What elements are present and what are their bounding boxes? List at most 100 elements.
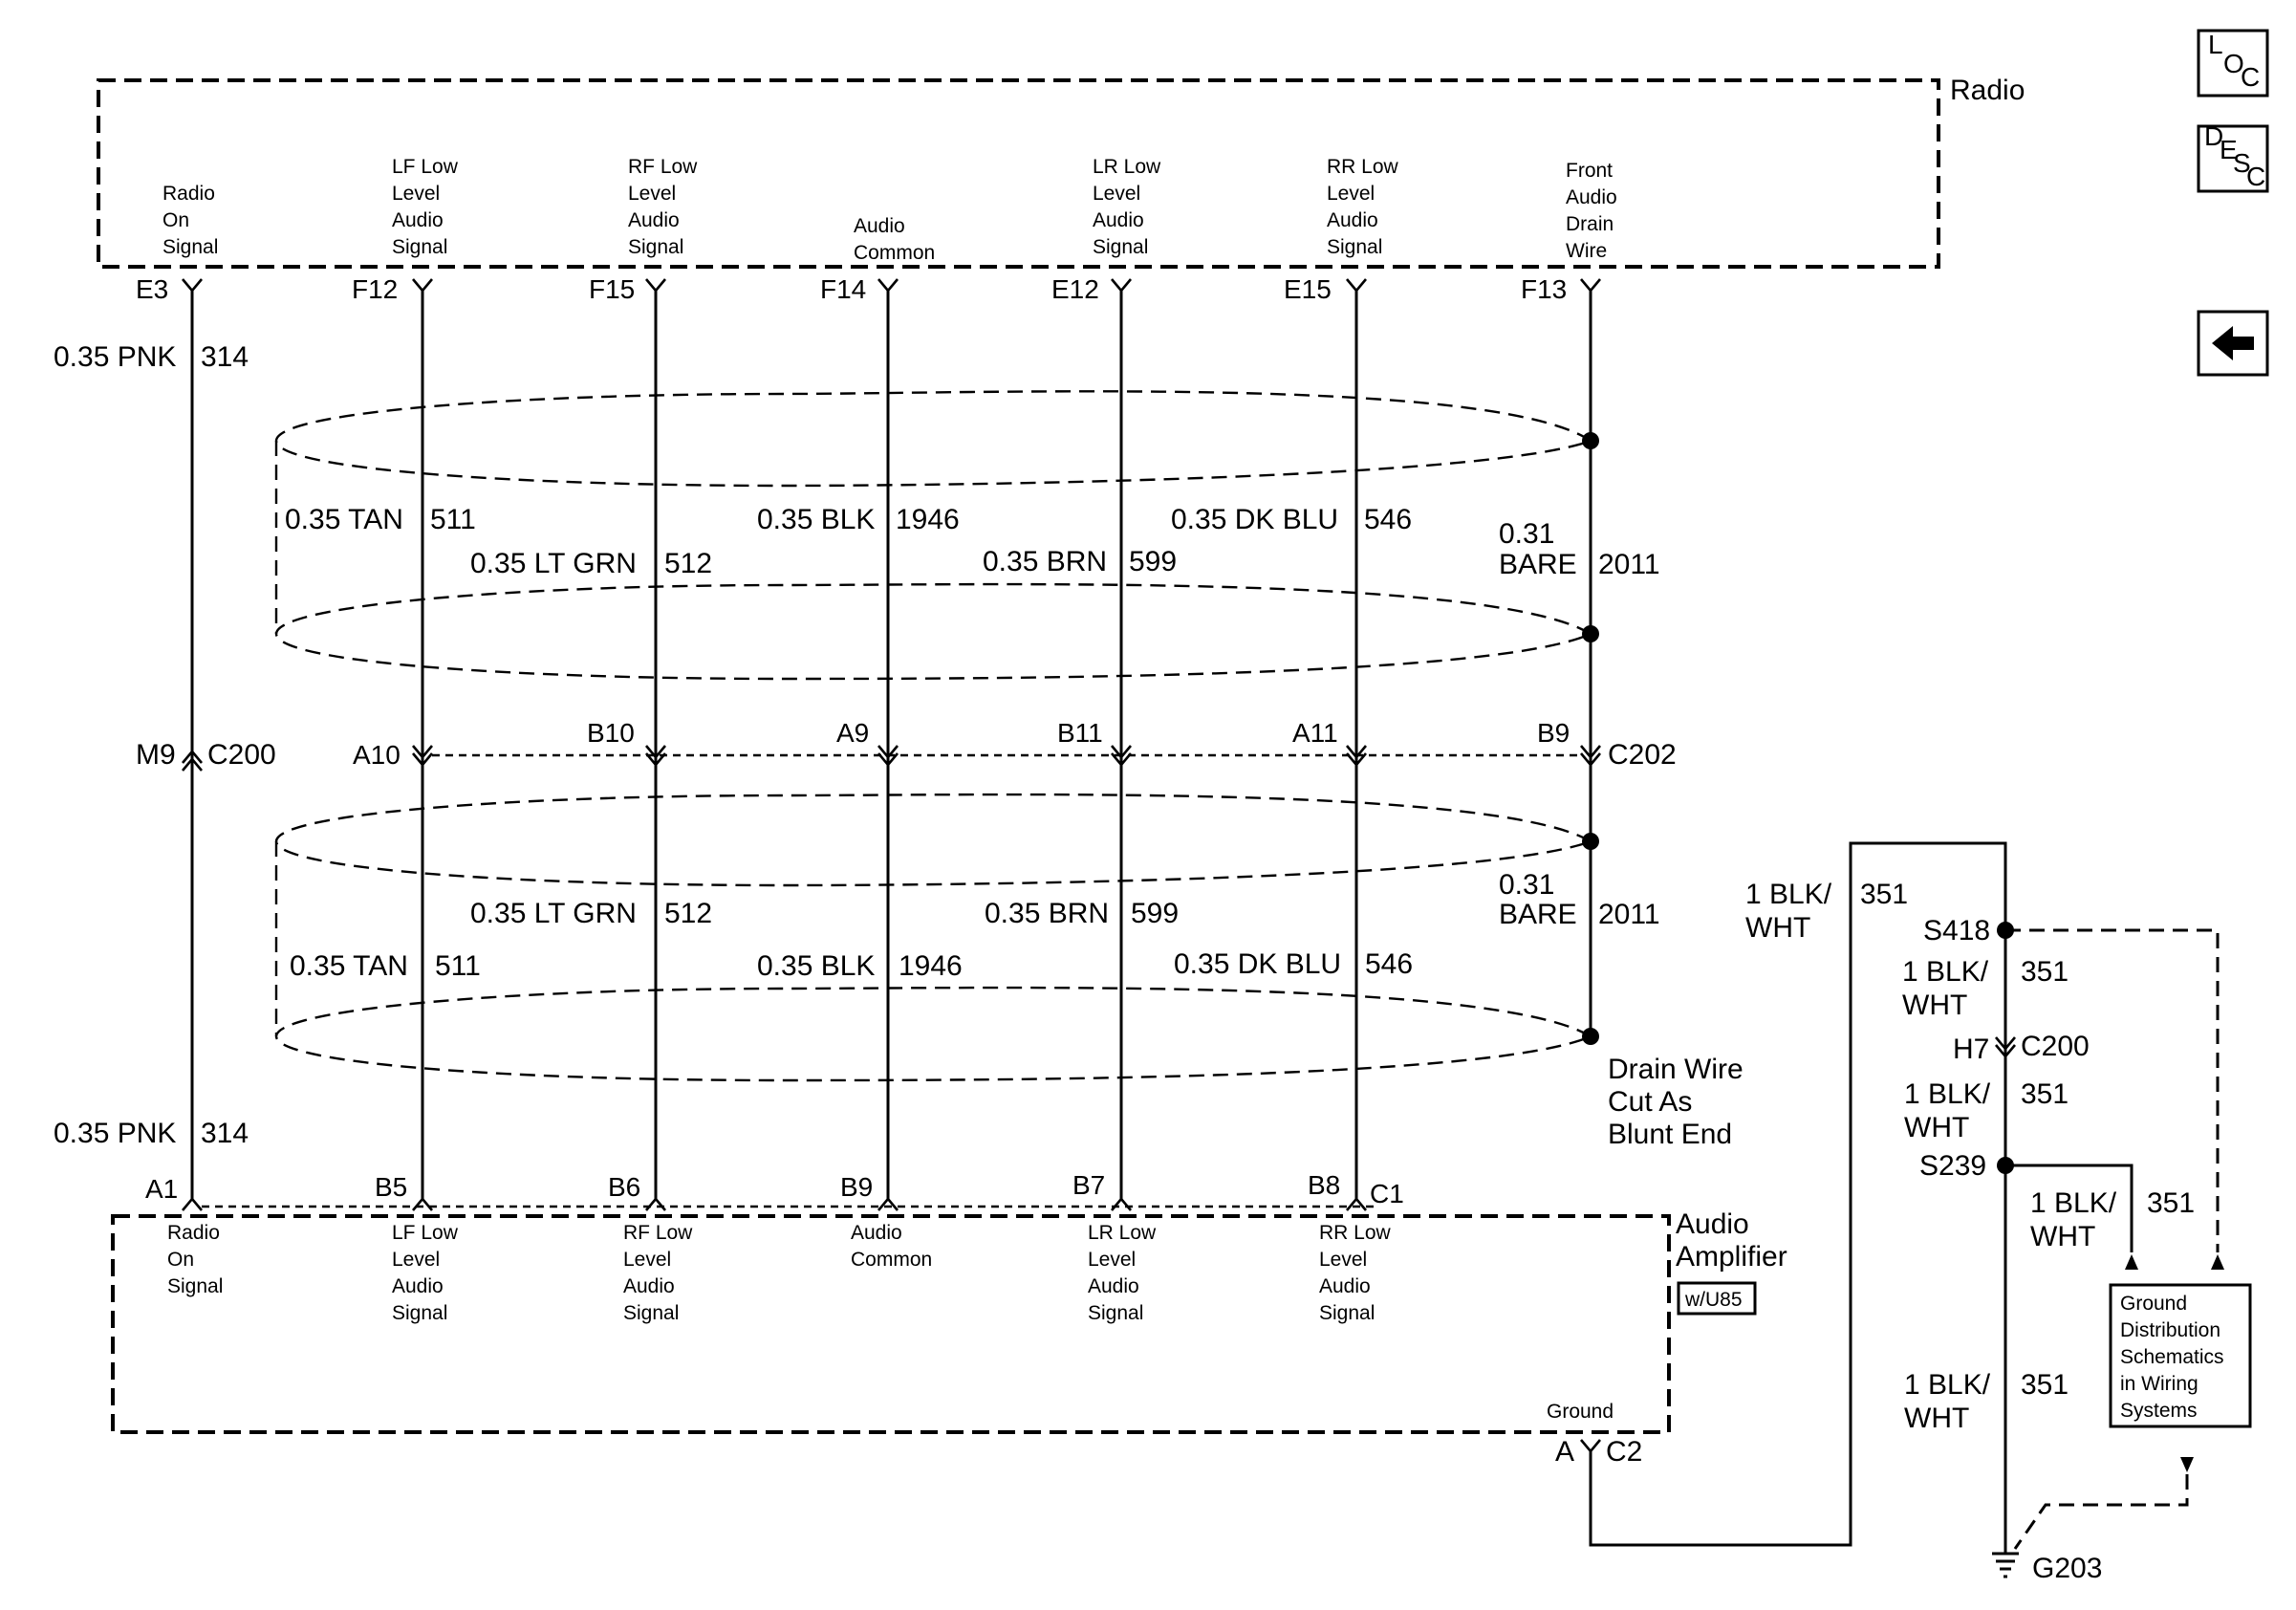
back-button[interactable] xyxy=(2197,310,2269,377)
arrow-up-icon xyxy=(2211,1254,2224,1270)
shield-drain-node xyxy=(1582,625,1599,642)
radio-pin-e15: E15 xyxy=(1284,274,1332,304)
svg-text:Signal: Signal xyxy=(162,236,218,258)
radio-pin-label-f14: Audio Common xyxy=(854,215,935,264)
svg-text:Level: Level xyxy=(1327,183,1375,205)
radio-pin-label-e3: Radio On Signal xyxy=(162,183,218,258)
desc-button[interactable]: D E S C xyxy=(2197,121,2269,193)
svg-text:Cut As: Cut As xyxy=(1608,1086,1692,1118)
ground-pin-terminal xyxy=(1580,1439,1601,1454)
circuit-number: 599 xyxy=(1129,546,1177,577)
svg-text:Schematics: Schematics xyxy=(2120,1346,2224,1368)
wire-color-label: 0.35 LT GRN xyxy=(470,548,637,579)
connector-pin-terminals xyxy=(412,745,1601,768)
arrow-up-icon xyxy=(2125,1254,2138,1270)
circuit-number: 2011 xyxy=(1598,549,1660,580)
wire-color-label: 0.35 BRN xyxy=(983,546,1107,577)
svg-text:Blunt End: Blunt End xyxy=(1608,1119,1732,1150)
shield-drain-node xyxy=(1582,432,1599,449)
radio-module: Radio Radio On Signal LF Low Level Audio… xyxy=(97,75,2025,304)
wire-color-label: 1 BLK/ xyxy=(2030,1187,2117,1219)
svg-text:Common: Common xyxy=(854,242,935,264)
ground-distribution-reference[interactable]: Ground Distribution Schematics in Wiring… xyxy=(2109,1283,2252,1428)
svg-text:Signal: Signal xyxy=(1093,236,1148,258)
amplifier-pin-label-b8: RR Low Level Audio Signal xyxy=(1319,1222,1392,1324)
wire-color-label: 1 BLK/ xyxy=(1745,879,1832,910)
audio-amplifier-module: A1 B5 B6 B9 B7 B8 C1 Radio On Signal LF … xyxy=(111,1170,1787,1468)
arrow-down-icon xyxy=(2180,1457,2194,1472)
connector-name: C200 xyxy=(2021,1031,2090,1062)
radio-pin-label-e12: LR Low Level Audio Signal xyxy=(1093,156,1161,258)
connector-name: C200 xyxy=(207,739,276,771)
connector-pin: H7 xyxy=(1953,1033,1989,1065)
amplifier-pin-terminals xyxy=(182,1196,1367,1211)
wire-color-label: 0.35 TAN xyxy=(290,950,408,982)
amplifier-pin-b8: B8 xyxy=(1308,1170,1340,1200)
option-badge xyxy=(1677,1281,1757,1316)
svg-text:Systems: Systems xyxy=(2120,1400,2198,1422)
svg-text:Wire: Wire xyxy=(1566,240,1607,262)
svg-text:Level: Level xyxy=(1093,183,1140,205)
svg-text:LR Low: LR Low xyxy=(1093,156,1161,178)
svg-text:Audio: Audio xyxy=(628,209,680,231)
svg-text:Audio: Audio xyxy=(623,1275,675,1297)
ground-circuit: H7 C200 1 BLK/ WHT 351 S418 1 BLK/ WHT 3… xyxy=(1589,841,2252,1584)
amplifier-title: Audio xyxy=(1676,1208,1749,1240)
radio-pin-f15: F15 xyxy=(589,274,635,304)
circuit-number: 1946 xyxy=(896,504,960,535)
circuit-number: 1946 xyxy=(899,950,963,982)
circuit-number: 351 xyxy=(1860,879,1908,910)
radio-title: Radio xyxy=(1950,75,2025,106)
connector-pin: B11 xyxy=(1057,718,1103,748)
wire-color-label: WHT xyxy=(1902,990,1967,1021)
wire-color-label: BARE xyxy=(1499,899,1577,930)
svg-text:C: C xyxy=(2246,162,2265,191)
svg-text:Signal: Signal xyxy=(167,1275,223,1297)
wire-color-label: WHT xyxy=(2030,1221,2095,1252)
reference-box[interactable] xyxy=(2109,1283,2252,1428)
connector-c200: M9 C200 xyxy=(136,739,276,772)
svg-text:Audio: Audio xyxy=(854,215,905,237)
svg-text:Signal: Signal xyxy=(623,1302,679,1324)
circuit-number: 512 xyxy=(664,898,712,929)
svg-text:Level: Level xyxy=(1088,1249,1136,1271)
circuit-number: 314 xyxy=(201,1118,249,1149)
radio-pin-f12: F12 xyxy=(352,274,398,304)
connector-c202: A10 B10 A9 B11 A11 B9 C202 xyxy=(353,718,1677,771)
connector-pin: M9 xyxy=(136,739,176,771)
circuit-number: 511 xyxy=(435,950,481,982)
amplifier-frame xyxy=(111,1214,1671,1434)
wire-color-label: 0.35 PNK xyxy=(54,1118,176,1149)
svg-text:Radio: Radio xyxy=(162,183,215,205)
svg-text:Audio: Audio xyxy=(1327,209,1378,231)
wire-351-blk-wht xyxy=(1589,841,2007,1554)
connector-name: C202 xyxy=(1608,739,1677,771)
circuit-number: 546 xyxy=(1364,504,1412,535)
upper-wire-labels: 0.35 PNK 314 0.35 TAN 511 0.35 LT GRN 51… xyxy=(54,341,1660,580)
amplifier-pin-label-b7: LR Low Level Audio Signal xyxy=(1088,1222,1157,1324)
wire-color-label: 0.35 TAN xyxy=(285,504,403,535)
wire-color-label: 1 BLK/ xyxy=(1902,956,1989,988)
ground-pin: A xyxy=(1555,1436,1574,1468)
shield-drain-node xyxy=(1582,833,1599,850)
wire-color-label: BARE xyxy=(1499,549,1577,580)
svg-text:RR Low: RR Low xyxy=(1327,156,1399,178)
svg-text:Distribution: Distribution xyxy=(2120,1319,2220,1341)
amplifier-connector-c1: C1 xyxy=(1370,1179,1404,1208)
wire-color-label: 0.35 DK BLU xyxy=(1171,504,1338,535)
svg-text:O: O xyxy=(2223,49,2244,78)
radio-pin-f14: F14 xyxy=(820,274,866,304)
radio-pin-label-f12: LF Low Level Audio Signal xyxy=(392,156,459,258)
svg-text:LF Low: LF Low xyxy=(392,1222,459,1244)
svg-text:LR Low: LR Low xyxy=(1088,1222,1157,1244)
svg-text:Signal: Signal xyxy=(1088,1302,1143,1324)
circuit-number: 599 xyxy=(1131,898,1179,929)
loc-button[interactable]: L O C xyxy=(2197,29,2269,98)
wire-gauge-label: 0.31 xyxy=(1499,518,1554,550)
svg-text:Audio: Audio xyxy=(1093,209,1144,231)
amplifier-pin-b6: B6 xyxy=(608,1172,640,1202)
svg-text:Signal: Signal xyxy=(628,236,683,258)
svg-text:Level: Level xyxy=(623,1249,671,1271)
wire-color-label: WHT xyxy=(1904,1403,1969,1434)
